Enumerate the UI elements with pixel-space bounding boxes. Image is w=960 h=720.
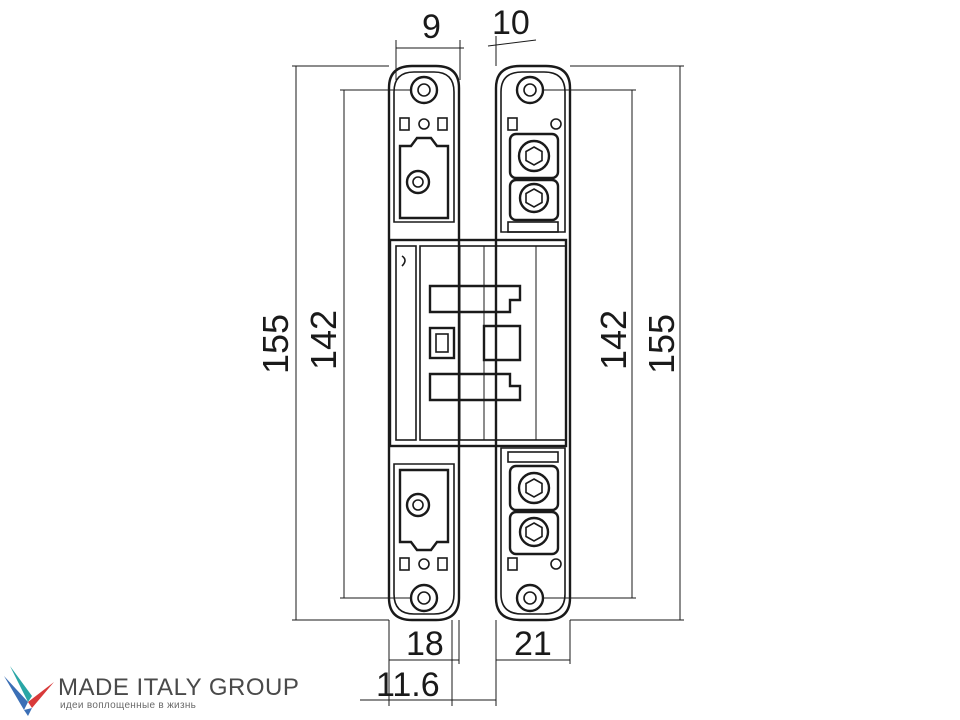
dimension-lines	[292, 36, 684, 706]
dim-top-right: 10	[492, 4, 530, 42]
dim-left-inner: 142	[303, 310, 344, 370]
dim-right-inner: 142	[593, 310, 634, 370]
dim-bottom-offset: 11.6	[376, 666, 440, 704]
made-italy-group-logo-icon	[4, 666, 54, 716]
dim-bottom-right: 21	[514, 625, 552, 663]
logo-name: MADE ITALY GROUP	[58, 674, 300, 701]
left-leaf	[387, 64, 461, 622]
dim-top-left: 9	[422, 8, 441, 46]
dim-right-outer: 155	[641, 314, 682, 374]
dim-bottom-left: 18	[406, 625, 444, 663]
logo-tagline: идеи воплощенные в жизнь	[60, 700, 197, 711]
right-leaf	[494, 64, 572, 622]
dim-left-outer: 155	[255, 314, 296, 374]
center-body	[388, 238, 568, 448]
